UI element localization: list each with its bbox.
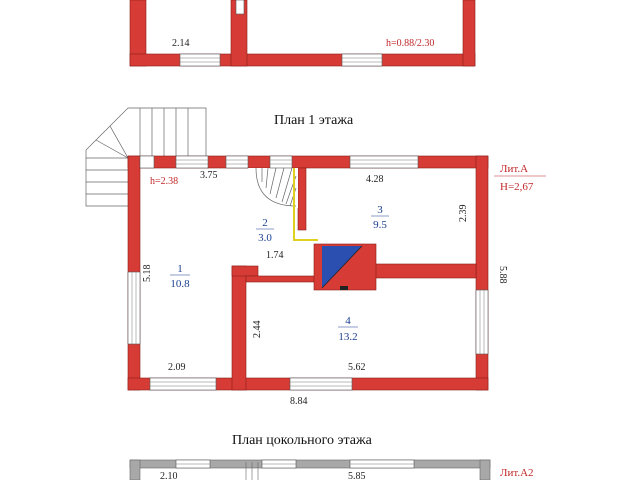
basement-west-wall bbox=[129, 459, 141, 480]
dim-bottom-mid: 5.62 bbox=[348, 362, 366, 373]
entry-door bbox=[139, 155, 155, 169]
dim-overall-bottom: 8.84 bbox=[290, 396, 308, 407]
wall-room1-room4 bbox=[231, 265, 247, 391]
north-window-1 bbox=[175, 155, 209, 169]
south-window-1 bbox=[149, 377, 217, 391]
stair-railing bbox=[293, 168, 318, 241]
wall-stub-corridor bbox=[231, 265, 259, 277]
dim-room3-side: 2.39 bbox=[458, 205, 469, 223]
basement-dim-left: 2.10 bbox=[160, 471, 178, 480]
svg-text:13.2: 13.2 bbox=[338, 331, 357, 343]
dim-bottom-left: 2.09 bbox=[168, 362, 186, 373]
south-window-2 bbox=[289, 377, 353, 391]
north-window-4 bbox=[349, 155, 419, 169]
lit-a-label: Лит.А H=2,67 bbox=[494, 163, 546, 193]
top-inner-opening bbox=[235, 0, 245, 15]
svg-text:3.0: 3.0 bbox=[258, 232, 272, 244]
svg-text:H=2,67: H=2,67 bbox=[500, 181, 534, 193]
room-1-label: 1 10.8 bbox=[170, 263, 190, 290]
basement-east-wall bbox=[479, 459, 491, 480]
room-4-label: 4 13.2 bbox=[338, 315, 358, 343]
dim-right: 5.88 bbox=[497, 266, 508, 284]
dim-room4-side: 2.44 bbox=[252, 321, 263, 339]
room-2-label: 2 3.0 bbox=[256, 217, 274, 244]
floor1-plan: h=2.38 3.75 4.28 5.18 5.88 2.39 1.74 2.4… bbox=[85, 107, 546, 407]
east-window bbox=[475, 289, 489, 355]
svg-text:1: 1 bbox=[177, 263, 183, 275]
svg-text:10.8: 10.8 bbox=[170, 278, 190, 290]
west-window bbox=[127, 271, 141, 345]
top-dim-width: 2.14 bbox=[172, 38, 190, 49]
basement-window-2 bbox=[261, 459, 297, 469]
room-3-label: 3 9.5 bbox=[371, 204, 389, 231]
dim-top-right: 4.28 bbox=[366, 174, 384, 185]
dim-left: 5.18 bbox=[142, 265, 153, 283]
wall-corridor-room4 bbox=[245, 275, 319, 283]
basement-plan: 2.10 5.85 Лит.А2 bbox=[129, 459, 534, 480]
basement-window-1 bbox=[175, 459, 211, 469]
top-window-1 bbox=[179, 53, 221, 67]
wall-stair-room3 bbox=[297, 167, 307, 231]
floor1-height-note: h=2.38 bbox=[150, 176, 178, 187]
svg-text:Лит.А: Лит.А bbox=[500, 163, 528, 175]
top-right-wall bbox=[462, 0, 476, 67]
lit-a2-label: Лит.А2 bbox=[500, 467, 534, 479]
top-inner-wall bbox=[230, 0, 248, 67]
stove bbox=[313, 243, 377, 291]
dim-corridor: 1.74 bbox=[266, 250, 284, 261]
basement-stair bbox=[245, 462, 259, 480]
svg-text:4: 4 bbox=[345, 315, 351, 327]
north-window-2 bbox=[225, 155, 249, 169]
basement-title: План цокольного этажа bbox=[232, 433, 373, 448]
top-height-note: h=0.88/2.30 bbox=[386, 38, 434, 49]
dim-top-left: 3.75 bbox=[200, 170, 218, 181]
basement-window-3 bbox=[349, 459, 415, 469]
top-window-2 bbox=[341, 53, 383, 67]
east-wall bbox=[475, 155, 489, 391]
porch-stairs bbox=[85, 107, 207, 207]
svg-text:9.5: 9.5 bbox=[373, 219, 387, 231]
north-window-3 bbox=[269, 155, 293, 169]
basement-dim-mid: 5.85 bbox=[348, 471, 366, 480]
floor1-title: План 1 этажа bbox=[274, 113, 354, 128]
svg-text:2: 2 bbox=[262, 217, 268, 229]
top-partial-plan: 2.14 h=0.88/2.30 bbox=[129, 0, 476, 67]
svg-text:3: 3 bbox=[377, 204, 383, 216]
